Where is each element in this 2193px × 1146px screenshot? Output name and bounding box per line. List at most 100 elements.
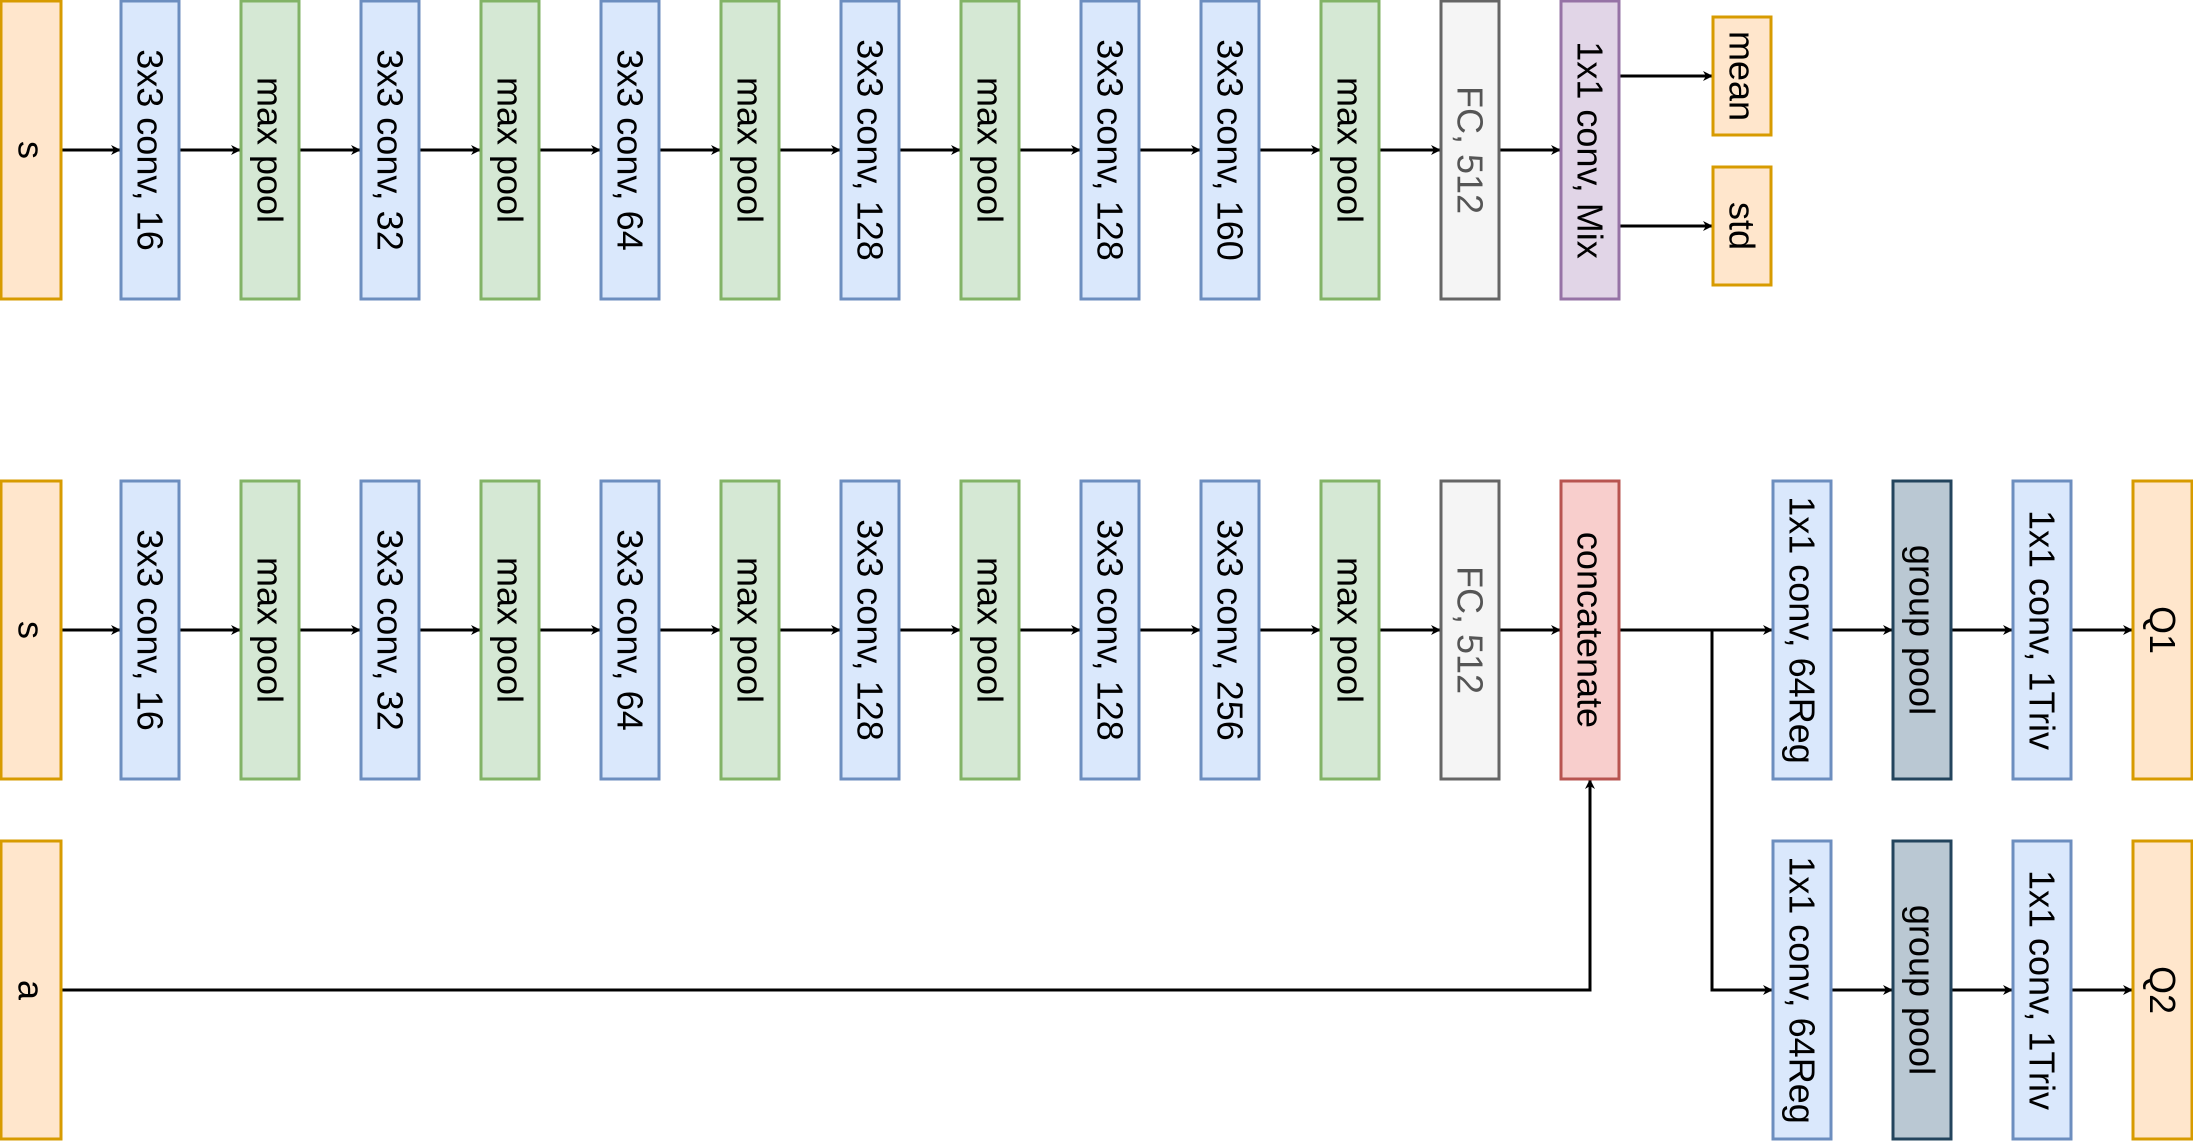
critic-layer-3x3-conv-16-0: 3x3 conv, 16 <box>119 479 181 781</box>
critic-layer-3x3-conv-256-9-box <box>1199 479 1261 781</box>
critic-layer-3x3-conv-32-2-label: 3x3 conv, 32 <box>370 529 411 730</box>
critic-layer-max-pool-1-label: max pool <box>250 557 291 703</box>
critic-input-s-label: s <box>11 621 52 639</box>
critic-input-s: s <box>0 479 63 781</box>
critic-layer-max-pool-5: max pool <box>719 479 781 781</box>
q2-layer-group-pool-1: group pool <box>1891 839 1953 1141</box>
critic-layer-3x3-conv-16-0-box <box>119 479 181 781</box>
critic-layer-max-pool-3: max pool <box>479 479 541 781</box>
critic-layer-max-pool-5-box <box>719 479 781 781</box>
actor-layer-max-pool-3: max pool <box>479 0 541 301</box>
actor-output-std-box <box>1711 165 1773 287</box>
critic-layer-3x3-conv-128-6-box <box>839 479 901 781</box>
actor-layer-3x3-conv-128-6-label: 3x3 conv, 128 <box>850 39 891 260</box>
actor-output-std: std <box>1711 165 1773 287</box>
critic-input-a: a <box>0 839 63 1141</box>
actor-layer-3x3-conv-128-6: 3x3 conv, 128 <box>839 0 901 301</box>
critic-layer-3x3-conv-256-9: 3x3 conv, 256 <box>1199 479 1261 781</box>
critic-layer-3x3-conv-128-8-box <box>1079 479 1141 781</box>
critic-layer-max-pool-1: max pool <box>239 479 301 781</box>
actor-input-s-label: s <box>11 141 52 159</box>
actor-layer-max-pool-10-label: max pool <box>1330 77 1371 223</box>
q1-layer-1x1-conv-1triv-2-label: 1x1 conv, 1Triv <box>2022 510 2063 750</box>
q2-layer-1x1-conv-1triv-2-label: 1x1 conv, 1Triv <box>2022 870 2063 1110</box>
critic-edge-action <box>62 779 1595 992</box>
actor-input-s-box <box>0 0 63 301</box>
critic-layer-3x3-conv-128-6: 3x3 conv, 128 <box>839 479 901 781</box>
critic-layer-concatenate-12-box <box>1559 479 1621 781</box>
actor-layer-3x3-conv-16-0-label: 3x3 conv, 16 <box>130 49 171 250</box>
actor-layer-1x1-conv-mix-12-box <box>1559 0 1621 301</box>
critic-edge-branch-q2 <box>1710 630 1773 995</box>
critic-layer-max-pool-1-box <box>239 479 301 781</box>
actor-layer-3x3-conv-160-9-label: 3x3 conv, 160 <box>1210 39 1251 260</box>
actor-layer-1x1-conv-mix-12-label: 1x1 conv, Mix <box>1570 41 1611 258</box>
critic-layer-3x3-conv-64-4-box <box>599 479 661 781</box>
actor-layer-3x3-conv-32-2-box <box>359 0 421 301</box>
q2-layer-1x1-conv-64reg-0-box <box>1771 839 1833 1141</box>
actor-layer-3x3-conv-64-4-box <box>599 0 661 301</box>
critic-output-q2-box <box>2131 839 2193 1141</box>
actor-output-std-label: std <box>1722 202 1763 250</box>
actor-layer-3x3-conv-160-9: 3x3 conv, 160 <box>1199 0 1261 301</box>
critic-layer-concatenate-12: concatenate <box>1559 479 1621 781</box>
critic-output-q2-label: Q2 <box>2142 966 2183 1014</box>
q2-layer-group-pool-1-box <box>1891 839 1953 1141</box>
critic-layer-max-pool-3-label: max pool <box>490 557 531 703</box>
q1-layer-group-pool-1: group pool <box>1891 479 1953 781</box>
critic-output-q1-label: Q1 <box>2142 606 2183 654</box>
actor-layer-3x3-conv-128-8: 3x3 conv, 128 <box>1079 0 1141 301</box>
critic-input-s-box <box>0 479 63 781</box>
q1-layer-group-pool-1-label: group pool <box>1902 545 1943 715</box>
q1-layer-1x1-conv-64reg-0-box <box>1771 479 1833 781</box>
critic-layer-max-pool-10-box <box>1319 479 1381 781</box>
actor-layer-max-pool-1-label: max pool <box>250 77 291 223</box>
critic-layer-max-pool-5-label: max pool <box>730 557 771 703</box>
actor-output-mean: mean <box>1711 15 1773 137</box>
actor-layer-fc-512-11-label: FC, 512 <box>1450 86 1491 214</box>
critic-layer-3x3-conv-64-4: 3x3 conv, 64 <box>599 479 661 781</box>
actor-layer-fc-512-11-box <box>1439 0 1501 301</box>
critic-layer-max-pool-10: max pool <box>1319 479 1381 781</box>
q1-layer-1x1-conv-64reg-0-label: 1x1 conv, 64Reg <box>1782 496 1823 764</box>
critic-layer-fc-512-11: FC, 512 <box>1439 479 1501 781</box>
q1-layer-1x1-conv-1triv-2-box <box>2011 479 2073 781</box>
actor-layer-3x3-conv-16-0-box <box>119 0 181 301</box>
actor-layer-3x3-conv-128-8-label: 3x3 conv, 128 <box>1090 39 1131 260</box>
actor-layer-max-pool-10: max pool <box>1319 0 1381 301</box>
critic-layer-fc-512-11-label: FC, 512 <box>1450 566 1491 694</box>
actor-layer-max-pool-7-box <box>959 0 1021 301</box>
actor-layer-fc-512-11: FC, 512 <box>1439 0 1501 301</box>
actor-layer-max-pool-1-box <box>239 0 301 301</box>
q1-layer-1x1-conv-1triv-2: 1x1 conv, 1Triv <box>2011 479 2073 781</box>
q2-layer-1x1-conv-1triv-2-box <box>2011 839 2073 1141</box>
critic-layer-max-pool-7: max pool <box>959 479 1021 781</box>
actor-layer-max-pool-3-label: max pool <box>490 77 531 223</box>
critic-layer-3x3-conv-128-6-label: 3x3 conv, 128 <box>850 519 891 740</box>
actor-layer-max-pool-5-box <box>719 0 781 301</box>
actor-layer-3x3-conv-160-9-box <box>1199 0 1261 301</box>
actor-layer-3x3-conv-128-6-box <box>839 0 901 301</box>
actor-layer-3x3-conv-32-2: 3x3 conv, 32 <box>359 0 421 301</box>
critic-layer-3x3-conv-32-2: 3x3 conv, 32 <box>359 479 421 781</box>
critic-layer-3x3-conv-256-9-label: 3x3 conv, 256 <box>1210 519 1251 740</box>
actor-output-mean-label: mean <box>1722 31 1763 121</box>
actor-layer-max-pool-7: max pool <box>959 0 1021 301</box>
actor-layer-max-pool-5-label: max pool <box>730 77 771 223</box>
critic-layer-3x3-conv-128-8: 3x3 conv, 128 <box>1079 479 1141 781</box>
critic-layer-max-pool-7-box <box>959 479 1021 781</box>
actor-layer-3x3-conv-16-0: 3x3 conv, 16 <box>119 0 181 301</box>
critic-layer-max-pool-10-label: max pool <box>1330 557 1371 703</box>
q2-layer-1x1-conv-1triv-2: 1x1 conv, 1Triv <box>2011 839 2073 1141</box>
actor-layer-3x3-conv-64-4-label: 3x3 conv, 64 <box>610 49 651 250</box>
connections <box>62 71 2133 995</box>
actor-layer-max-pool-7-label: max pool <box>970 77 1011 223</box>
critic-input-a-label: a <box>11 980 52 1001</box>
q1-layer-1x1-conv-64reg-0: 1x1 conv, 64Reg <box>1771 479 1833 781</box>
critic-input-a-box <box>0 839 63 1141</box>
actor-output-mean-box <box>1711 15 1773 137</box>
critic-layer-3x3-conv-128-8-label: 3x3 conv, 128 <box>1090 519 1131 740</box>
critic-output-q2: Q2 <box>2131 839 2193 1141</box>
